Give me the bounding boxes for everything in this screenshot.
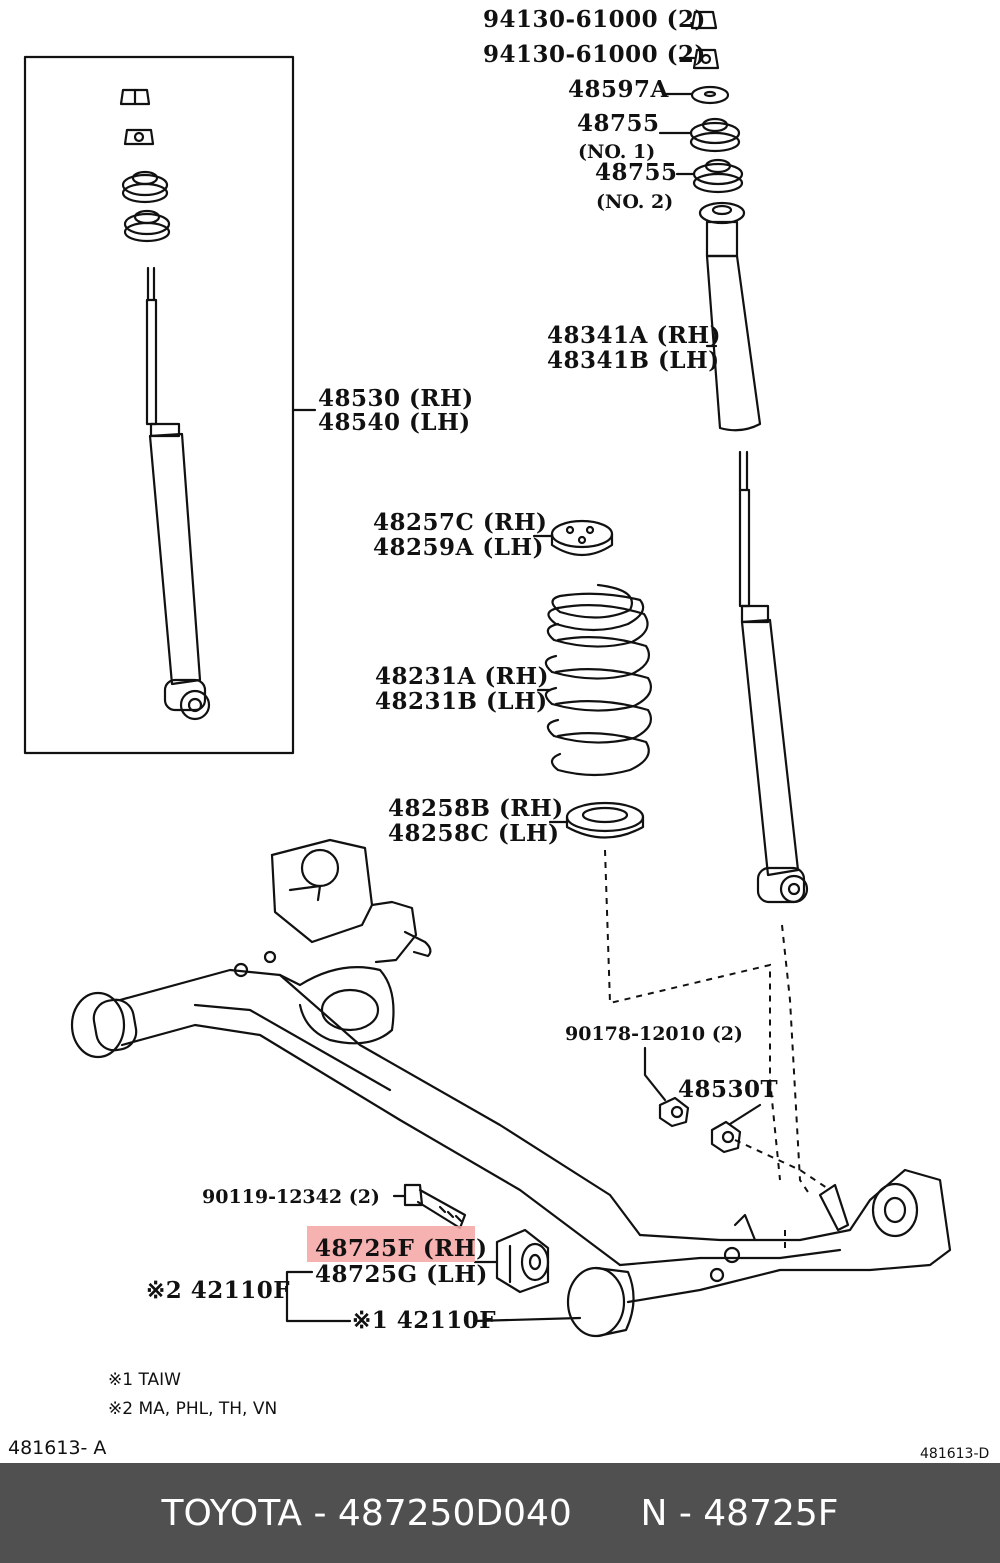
label-bolt-lower[interactable]: 90119-12342 (2) xyxy=(202,1186,380,1208)
label-bolt-upper[interactable]: 90178-12010 (2) xyxy=(565,1023,743,1045)
box-nut-2-icon xyxy=(123,128,155,146)
label-bumper-lh[interactable]: 48341B (LH) xyxy=(547,347,720,374)
axle-beam-icon xyxy=(70,838,952,1338)
label-bushing-lh[interactable]: 48725G (LH) xyxy=(315,1261,488,1288)
footnote-1: ※1 TAIW xyxy=(108,1370,181,1390)
shock-absorber-icon xyxy=(738,450,809,904)
footnote-2: ※2 MA, PHL, TH, VN xyxy=(108,1399,277,1419)
box-shock-absorber-icon xyxy=(145,266,211,721)
label-axle-2[interactable]: ※2 42110F xyxy=(146,1277,290,1304)
label-upper-insulator-rh[interactable]: 48257C (RH) xyxy=(373,509,547,536)
box-cushion-2-icon xyxy=(123,209,171,243)
part-highlight xyxy=(307,1226,475,1262)
small-bushing-2-leader xyxy=(728,1103,762,1126)
diagram-ref-right: 481613-D xyxy=(920,1446,989,1462)
bump-stopper-icon xyxy=(698,201,762,432)
label-nut-2[interactable]: 94130-61000 (2) xyxy=(483,41,706,68)
small-bushing-1-icon xyxy=(658,1096,690,1128)
label-spring-rh[interactable]: 48231A (RH) xyxy=(375,663,549,690)
label-absorber-rh[interactable]: 48530 (RH) xyxy=(318,385,474,412)
label-washer[interactable]: 48597A xyxy=(568,76,670,103)
parts-diagram: 94130-61000 (2) 94130-61000 (2) 48597A 4… xyxy=(8,6,989,1462)
upper-insulator-icon xyxy=(550,519,614,556)
label-upper-insulator-lh[interactable]: 48259A (LH) xyxy=(373,534,544,561)
label-spring-lh[interactable]: 48231B (LH) xyxy=(375,688,548,715)
label-bumper-rh[interactable]: 48341A (RH) xyxy=(547,322,721,349)
assembly-box xyxy=(23,55,295,755)
diagram-ref-left: 481613- A xyxy=(8,1437,106,1459)
bushing-icon xyxy=(495,1228,550,1294)
part-number-footer: TOYOTA - 487250D040 N - 48725F xyxy=(0,1463,1000,1563)
cushion-1-icon xyxy=(689,117,741,153)
label-axle-1[interactable]: ※1 42110F xyxy=(352,1307,496,1334)
small-bushing-2-icon xyxy=(710,1120,742,1154)
nut-2-icon xyxy=(692,48,720,70)
label-cushion-2-note: (NO. 2) xyxy=(596,191,673,213)
label-bushing-small[interactable]: 48530T xyxy=(678,1076,778,1103)
footer-part-text: TOYOTA - 487250D040 N - 48725F xyxy=(161,1492,839,1534)
label-nut-1[interactable]: 94130-61000 (2) xyxy=(483,6,706,33)
label-bushing-rh[interactable]: 48725F (RH) xyxy=(315,1235,487,1262)
label-lower-insulator-lh[interactable]: 48258C (LH) xyxy=(388,820,560,847)
bolt-icon xyxy=(403,1183,467,1230)
label-cushion-1[interactable]: 48755 xyxy=(577,110,660,137)
small-bushing-1-leader xyxy=(643,1046,667,1102)
coil-spring-icon xyxy=(544,583,652,777)
cushion-2-icon xyxy=(692,158,744,194)
nut-1-icon xyxy=(690,10,718,30)
phantom-line-bushing xyxy=(734,1139,831,1191)
box-nut-1-icon xyxy=(119,88,151,106)
phantom-line-spring xyxy=(604,849,781,1181)
phantom-line-shock xyxy=(781,924,811,1196)
washer-icon xyxy=(690,85,730,105)
label-absorber-lh[interactable]: 48540 (LH) xyxy=(318,409,471,436)
axle-bracket-leader xyxy=(285,1270,352,1323)
lower-insulator-icon xyxy=(565,801,645,839)
axle-leader-1 xyxy=(473,1316,582,1323)
label-cushion-2[interactable]: 48755 xyxy=(595,159,678,186)
label-lower-insulator-rh[interactable]: 48258B (RH) xyxy=(388,795,564,822)
box-cushion-1-icon xyxy=(121,170,169,204)
label-cushion-1-note: (NO. 1) xyxy=(578,141,655,163)
